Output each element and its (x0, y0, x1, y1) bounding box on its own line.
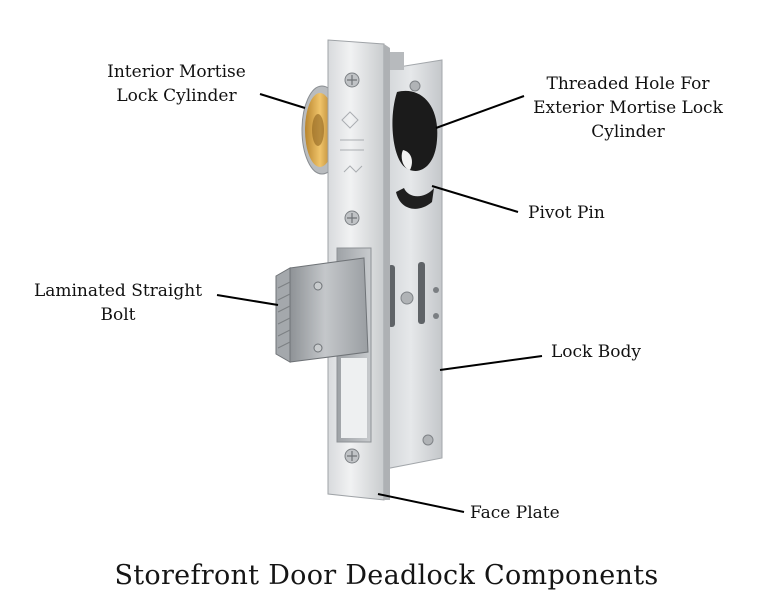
label-lock-body: Lock Body (551, 342, 641, 362)
laminated-bolt (275, 257, 369, 363)
lock-body (379, 52, 443, 471)
label-interior-cylinder: Interior Mortise Lock Cylinder (107, 62, 246, 106)
label-bolt: Laminated Straight Bolt (33, 281, 203, 325)
leader-lock-body (439, 355, 543, 371)
leader-lines (216, 93, 543, 513)
leader-pivot-pin (431, 185, 519, 213)
label-threaded-hole: Threaded Hole For Exterior Mortise Lock … (533, 74, 723, 142)
leader-face-plate (377, 493, 465, 513)
leader-threaded-hole (435, 95, 525, 129)
leader-bolt (216, 294, 279, 306)
label-face-plate: Face Plate (470, 503, 560, 523)
label-pivot-pin: Pivot Pin (528, 203, 605, 223)
diagram-title: Storefront Door Deadlock Components (114, 560, 659, 591)
leader-interior-cylinder (259, 93, 306, 109)
